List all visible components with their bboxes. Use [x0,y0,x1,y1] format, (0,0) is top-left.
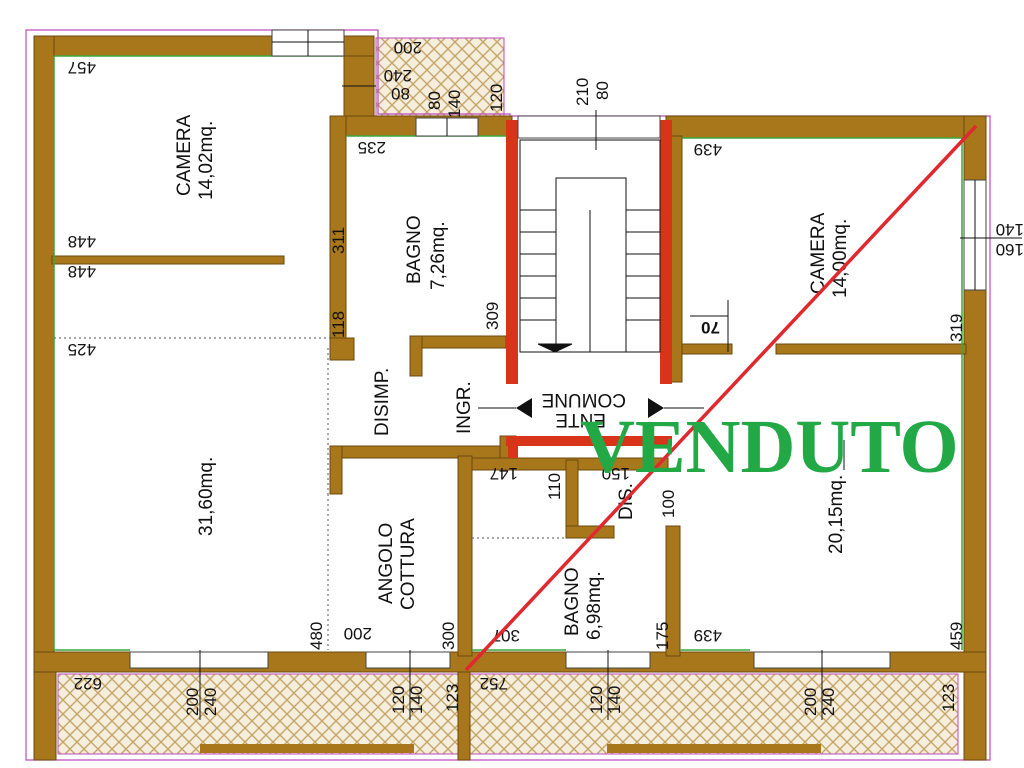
dim-140-c: 140 [605,686,624,714]
bagno-top-area: 7,26mq. [428,221,449,290]
camera-right-name: CAMERA [808,212,829,294]
soggiorno-area: 31,60mq. [196,457,217,536]
balcony-top [375,37,505,117]
dim-240-c: 240 [819,688,838,716]
dim-425: 425 [68,340,96,359]
dim-123-b: 123 [939,684,958,712]
dim-439-top: 439 [694,140,722,159]
dim-319: 319 [947,314,966,342]
dim-311: 311 [329,227,348,254]
dim-235: 235 [358,138,386,157]
dim-80-c: 80 [593,81,612,100]
comune-label: COMUNE [542,389,626,410]
dim-300: 300 [439,622,458,650]
terrace-bottom-left [57,673,469,755]
bagno-bot-area: 6,98mq. [584,571,605,640]
dim-120-c: 120 [587,686,606,714]
dim-147: 147 [490,464,518,483]
dim-200-b: 200 [344,624,372,643]
sold-cross-line [464,124,978,672]
camera-left-name: CAMERA [174,114,195,196]
dim-175: 175 [653,622,672,650]
dim-200-d: 200 [801,688,820,716]
ingr-label: INGR. [454,381,475,434]
camera-right-area: 14,00mq. [830,219,851,298]
dim-70: 70 [701,318,720,337]
dim-120-b: 120 [389,686,408,714]
disimp-label: DISIMP. [372,368,393,436]
dim-160-right: 160 [996,240,1024,259]
dim-140-b: 140 [407,686,426,714]
dim-752: 752 [480,674,508,693]
camera-left-area: 14,02mq. [196,121,217,200]
dashed-dividers [54,337,566,650]
right-area: 20,15mq. [826,475,847,554]
dim-100: 100 [659,490,678,518]
terrace-edge-right [607,744,821,753]
dim-457: 457 [68,58,96,77]
dimension-lines [199,85,1022,720]
terrace-edge-left [200,744,414,753]
dim-80-a: 80 [391,84,410,103]
dim-240: 240 [384,66,412,85]
dim-210: 210 [573,78,592,106]
dim-120-top: 120 [487,84,506,112]
dim-140-right: 140 [996,220,1024,239]
room-labels: CAMERA 14,02mq. 31,60mq. BAGNO 7,26mq. D… [174,114,851,640]
terrace-bottom-right [469,673,959,755]
stairwell-walls [506,120,672,458]
dim-309: 309 [483,302,502,330]
dim-118: 118 [329,311,348,338]
bagno-bot-name: BAGNO [562,567,583,636]
ente-label: ENTE [555,409,606,430]
sold-stamp: VENDUTO [580,405,959,489]
dim-459: 459 [947,622,966,650]
staircase [519,139,661,353]
dim-140-a: 140 [445,90,464,118]
dim-307: 307 [492,626,520,645]
bagno-top-name: BAGNO [404,215,425,284]
dimension-labels: 457 200 240 80 80 140 120 210 80 235 311… [68,38,1024,716]
dim-480: 480 [307,622,326,650]
dim-622: 622 [74,674,102,693]
dim-150: 150 [602,464,630,483]
dim-200-top: 200 [394,38,422,57]
cottura-label: COTTURA [398,518,419,610]
dim-448-a: 448 [68,232,96,251]
dim-123-a: 123 [443,684,462,712]
dim-200-c: 200 [183,688,202,716]
entrance-arrows [478,398,704,418]
dim-110: 110 [545,473,564,500]
dim-240-b: 240 [201,688,220,716]
dim-448-b: 448 [68,262,96,281]
dim-439-bot: 439 [694,626,722,645]
dim-80-b: 80 [425,91,444,110]
angolo-label: ANGOLO [376,523,397,604]
